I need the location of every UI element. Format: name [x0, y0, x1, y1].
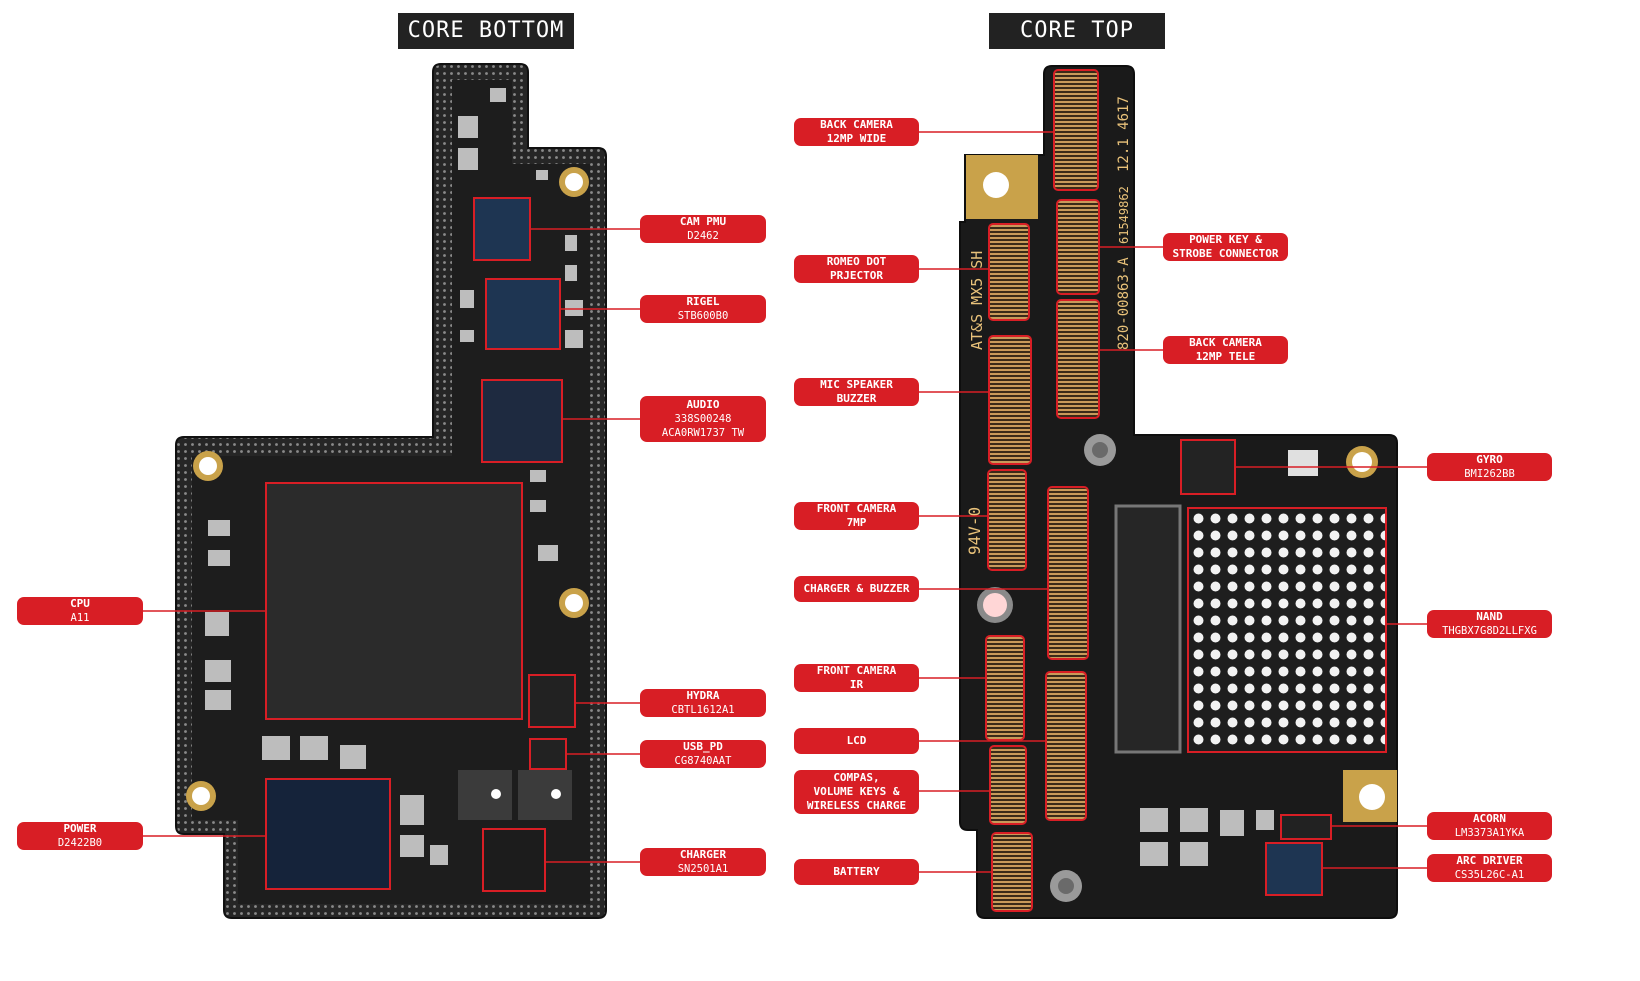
core-bottom-board — [175, 63, 607, 919]
label-power-key: POWER KEY & STROBE CONNECTOR — [1163, 233, 1288, 261]
label-part: CBTL1612A1 — [671, 704, 735, 716]
label-audio: AUDIO 338S00248 ACA0RW1737 TW — [640, 396, 766, 442]
label-gyro: GYRO BMI262BB — [1427, 453, 1552, 481]
audio-chip — [481, 379, 563, 463]
label-part: BMI262BB — [1464, 468, 1515, 480]
label-title: BATTERY — [833, 865, 880, 878]
label-title: ROMEO DOT — [826, 255, 887, 268]
label-title: LCD — [846, 734, 867, 747]
label-front-camera-ir: FRONT CAMERA IR — [794, 664, 919, 692]
label-title: ARC DRIVER — [1456, 854, 1523, 867]
label-acorn: ACORN LM3373A1YKA — [1427, 812, 1552, 840]
bottom-mounting-holes — [186, 167, 589, 811]
label-cam-pmu: CAM PMU D2462 — [640, 215, 766, 243]
rigel-chip — [485, 278, 561, 350]
label-arc-driver: ARC DRIVER CS35L26C-A1 — [1427, 854, 1552, 882]
usb-pd-chip — [529, 738, 567, 770]
label-charger-buzzer: CHARGER & BUZZER — [794, 576, 919, 602]
label-part: LM3373A1YKA — [1454, 827, 1525, 839]
label-part: BUZZER — [836, 392, 877, 405]
label-title: USB_PD — [683, 740, 723, 753]
label-lcd: LCD — [794, 728, 919, 754]
label-part: CS35L26C-A1 — [1454, 869, 1525, 881]
label-title: GYRO — [1476, 453, 1503, 466]
label-part: IR — [849, 678, 864, 691]
core-top-board: AT&S MX5 SH 820-00863-A 61549862 12.1 46… — [959, 65, 1398, 919]
label-compas: COMPAS, VOLUME KEYS & WIRELESS CHARGE — [794, 770, 919, 814]
core-bottom-title: CORE BOTTOM — [398, 13, 574, 49]
nand-chip — [1187, 507, 1387, 753]
label-part: PRJECTOR — [830, 269, 883, 282]
label-nand: NAND THGBX7G8D2LLFXG — [1427, 610, 1552, 638]
label-part: D2422B0 — [57, 837, 103, 849]
label-part: STB600B0 — [677, 310, 729, 322]
top-passives — [1140, 450, 1318, 866]
label-part: SN2501A1 — [677, 863, 729, 875]
label-title: CAM PMU — [679, 215, 727, 228]
label-title: ACORN — [1472, 812, 1507, 825]
cam-pmu-chip — [473, 197, 531, 261]
leader-lines — [143, 131, 1427, 873]
charger-chip — [482, 828, 546, 892]
label-title: AUDIO — [686, 398, 720, 411]
cpu-chip — [265, 482, 523, 720]
core-top-title: CORE TOP — [989, 13, 1165, 49]
label-hydra: HYDRA CBTL1612A1 — [640, 689, 766, 717]
label-title: COMPAS, VOLUME KEYS & WIRELESS CHARGE — [806, 771, 907, 812]
silk-vertical-text: AT&S MX5 SH — [968, 251, 986, 350]
label-title: FRONT CAMERA — [816, 664, 897, 677]
label-part: CG8740AAT — [674, 755, 732, 767]
board-code-text: 61549862 — [1117, 186, 1131, 244]
label-part: STROBE CONNECTOR — [1172, 247, 1279, 260]
label-part: THGBX7G8D2LLFXG — [1442, 625, 1537, 637]
label-part: D2462 — [687, 230, 719, 242]
label-title: POWER — [63, 822, 97, 835]
label-title: BACK CAMERA — [1189, 336, 1262, 349]
label-power: POWER D2422B0 — [17, 822, 143, 850]
power-chip — [265, 778, 391, 890]
label-title: CHARGER — [679, 848, 727, 861]
label-mic-speaker: MIC SPEAKER BUZZER — [794, 378, 919, 406]
label-back-camera-wide: BACK CAMERA 12MP WIDE — [794, 118, 919, 146]
label-title: BACK CAMERA — [820, 118, 893, 131]
label-title: CPU — [70, 597, 90, 610]
label-part: 12MP TELE — [1195, 350, 1256, 363]
label-battery: BATTERY — [794, 859, 919, 885]
top-connectors — [985, 69, 1100, 912]
label-front-camera-7mp: FRONT CAMERA 7MP — [794, 502, 919, 530]
label-rigel: RIGEL STB600B0 — [640, 295, 766, 323]
acorn-chip — [1280, 814, 1332, 840]
hydra-chip — [528, 674, 576, 728]
label-back-camera-tele: BACK CAMERA 12MP TELE — [1163, 336, 1288, 364]
rating-text: 94V-0 — [965, 507, 984, 555]
rev-text: 12.1 4617 — [1116, 96, 1132, 172]
label-title: HYDRA — [686, 689, 720, 702]
label-title: CHARGER & BUZZER — [803, 582, 910, 595]
label-part: 7MP — [846, 516, 867, 529]
label-title: MIC SPEAKER — [820, 378, 893, 391]
label-cpu: CPU A11 — [17, 597, 143, 625]
label-usb-pd: USB_PD CG8740AAT — [640, 740, 766, 768]
label-title: RIGEL — [686, 295, 720, 308]
label-romeo: ROMEO DOT PRJECTOR — [794, 255, 919, 283]
label-part: 12MP WIDE — [826, 132, 887, 145]
label-title: NAND — [1476, 610, 1503, 623]
label-title: POWER KEY & — [1189, 233, 1262, 246]
label-charger: CHARGER SN2501A1 — [640, 848, 766, 876]
label-part: 338S00248 ACA0RW1737 TW — [661, 413, 745, 439]
part-number-text: 820-00863-A — [1116, 257, 1132, 350]
bottom-passives — [205, 88, 583, 865]
arc-driver-chip — [1265, 842, 1323, 896]
gyro-chip — [1180, 439, 1236, 495]
shield-frame — [1114, 504, 1182, 754]
label-title: FRONT CAMERA — [816, 502, 897, 515]
label-part: A11 — [70, 612, 90, 624]
